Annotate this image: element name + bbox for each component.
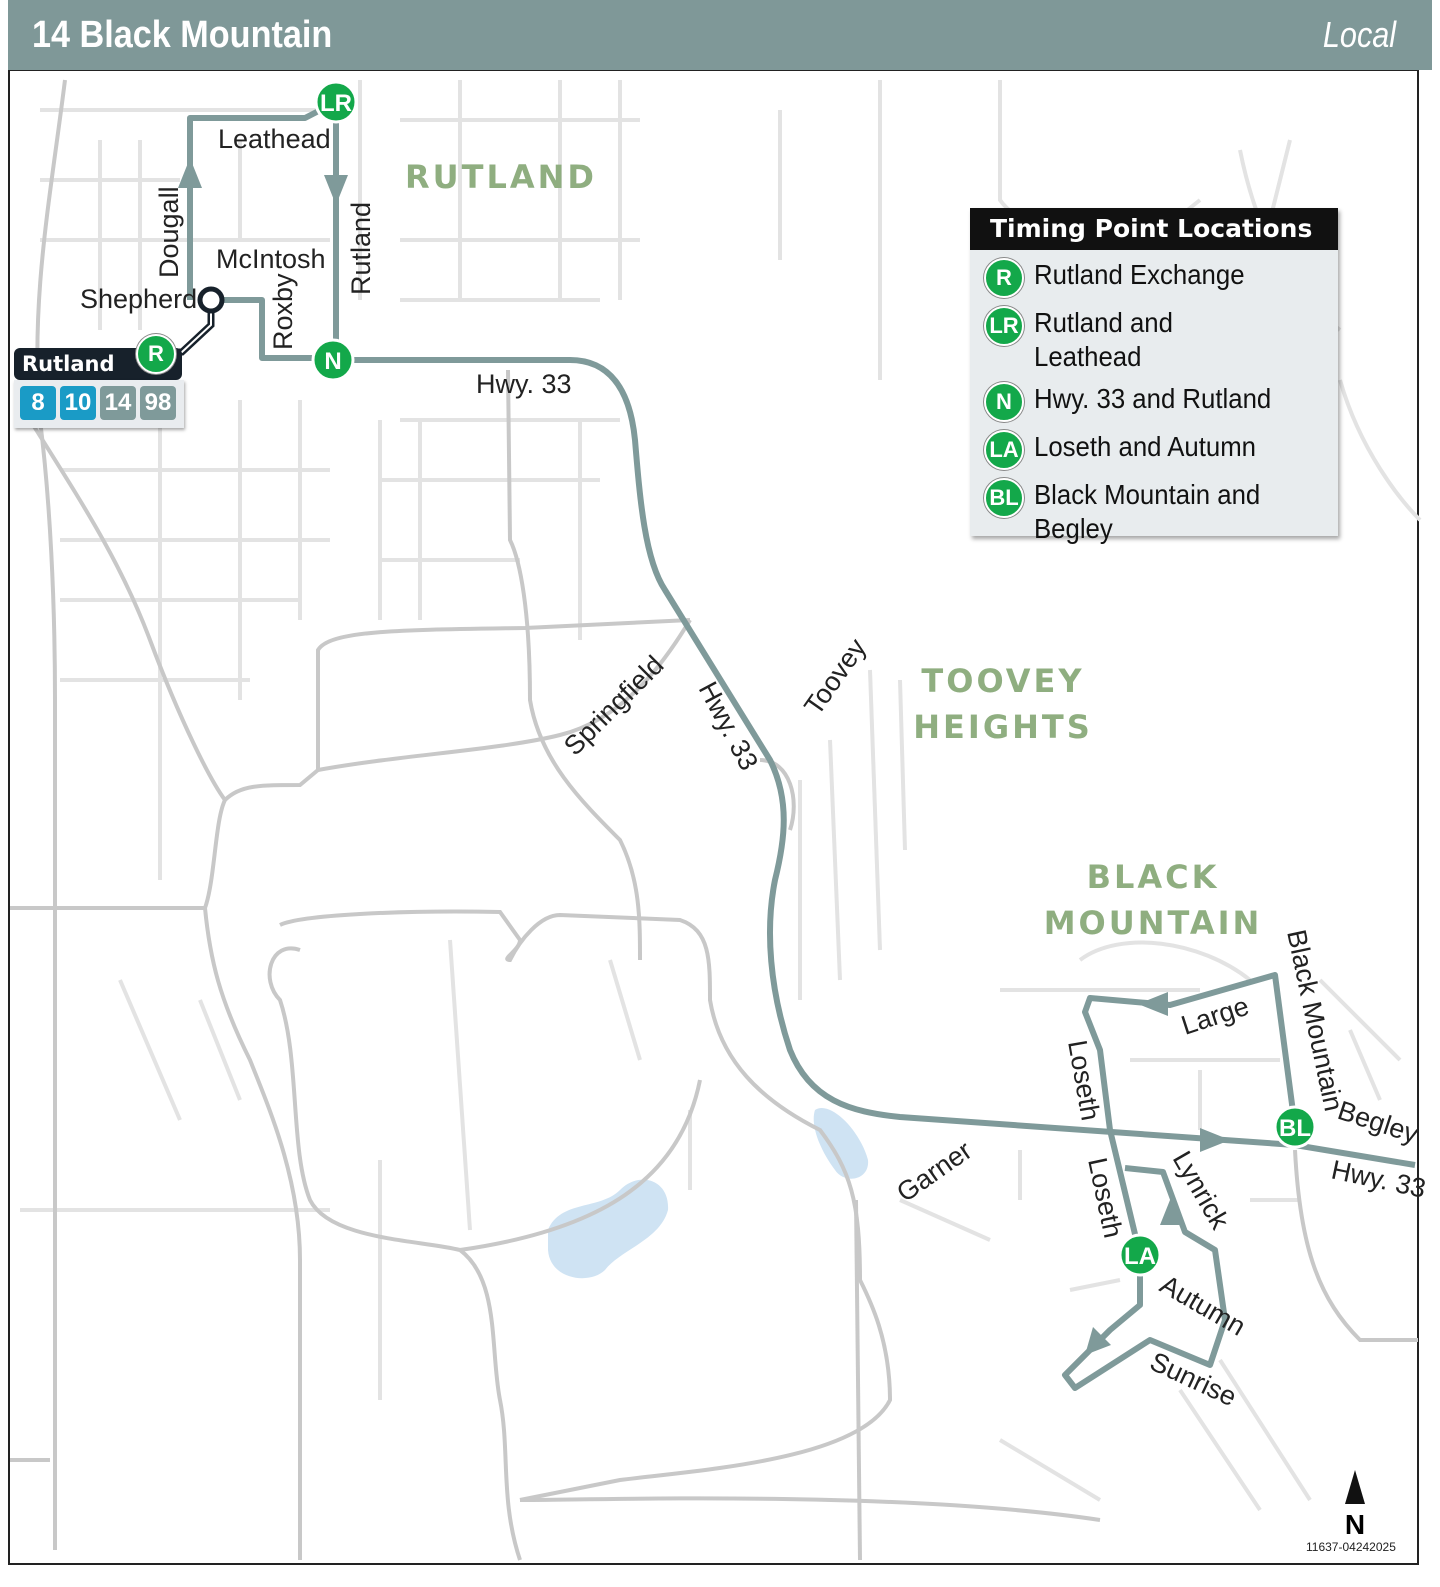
route-title: 14 Black Mountain — [32, 14, 333, 56]
legend-label: Black Mountain and Begley — [1034, 479, 1261, 544]
arrow-south-icon — [324, 175, 348, 205]
timing-point-n: N — [311, 338, 355, 382]
service-type: Local — [1322, 14, 1396, 55]
route-badge: 14 — [100, 386, 136, 420]
rutland-exchange: Rutland R 8 10 14 98 — [14, 334, 184, 428]
legend-label: Loseth and Autumn — [1034, 431, 1256, 462]
north-arrow: N — [1340, 1468, 1370, 1540]
street-leathead: Leathead — [218, 124, 331, 154]
header: 14 Black Mountain Local — [8, 0, 1432, 70]
major-streets — [10, 79, 1418, 1561]
area-rutland: RUTLAND — [405, 158, 597, 196]
svg-text:LR: LR — [320, 90, 352, 117]
arrow-west-icon — [1138, 992, 1168, 1016]
street-dougall: Dougall — [154, 186, 184, 278]
timing-point-bl: BL — [1273, 1105, 1317, 1149]
arrow-north-icon — [178, 158, 202, 188]
timing-point-badge: BL — [984, 478, 1024, 518]
street-mcintosh: McIntosh — [216, 244, 326, 274]
timing-point-r: R — [136, 334, 176, 374]
legend-title: Timing Point Locations — [970, 208, 1338, 250]
svg-text:BL: BL — [1279, 1115, 1311, 1142]
timing-point-badge: LA — [984, 430, 1024, 470]
timing-point-badge: N — [984, 382, 1024, 422]
street-shepherd: Shepherd — [80, 284, 197, 314]
pond — [813, 1108, 869, 1179]
north-arrow-icon — [1345, 1470, 1365, 1504]
timing-point-badge: R — [984, 258, 1024, 298]
timing-point-badge: LR — [984, 306, 1024, 346]
legend-label: Hwy. 33 and Rutland — [1034, 383, 1272, 414]
timing-point-la: LA — [1118, 1233, 1162, 1277]
area-toovey: TOOVEY — [921, 662, 1084, 700]
shepherd-stop-icon — [197, 286, 225, 314]
area-mountain: MOUNTAIN — [1044, 904, 1263, 942]
route-14-path — [187, 99, 1416, 1391]
street-roxby: Roxby — [268, 273, 298, 350]
legend-item: R Rutland Exchange — [984, 258, 1338, 298]
legend-item: LA Loseth and Autumn — [984, 430, 1338, 470]
direction-arrows — [178, 158, 1230, 1355]
legend-item: N Hwy. 33 and Rutland — [984, 382, 1338, 422]
route-badge: 10 — [60, 386, 96, 420]
area-heights: HEIGHTS — [913, 708, 1092, 746]
arrow-north-icon — [1160, 1195, 1184, 1225]
exchange-routes: 8 10 14 98 — [14, 380, 184, 428]
svg-text:N: N — [324, 348, 341, 375]
area-black: BLACK — [1087, 858, 1220, 896]
legend-label: Rutland Exchange — [1034, 259, 1245, 290]
route-badge: 98 — [140, 386, 176, 420]
lake — [548, 1179, 669, 1279]
svg-text:LA: LA — [1124, 1243, 1156, 1270]
north-label: N — [1344, 1509, 1366, 1540]
timing-point-lr: LR — [314, 80, 358, 124]
document-code: 11637-04242025 — [1306, 1540, 1396, 1554]
street-rutland: Rutland — [346, 202, 376, 295]
timing-point-legend: Timing Point Locations R Rutland Exchange… — [970, 208, 1338, 544]
arrow-east-icon — [1200, 1128, 1230, 1152]
arrow-southwest-icon — [1085, 1327, 1111, 1355]
route-badge: 8 — [20, 386, 56, 420]
legend-label: Rutland and Leathead — [1034, 307, 1173, 372]
street-hwy33: Hwy. 33 — [476, 369, 572, 399]
